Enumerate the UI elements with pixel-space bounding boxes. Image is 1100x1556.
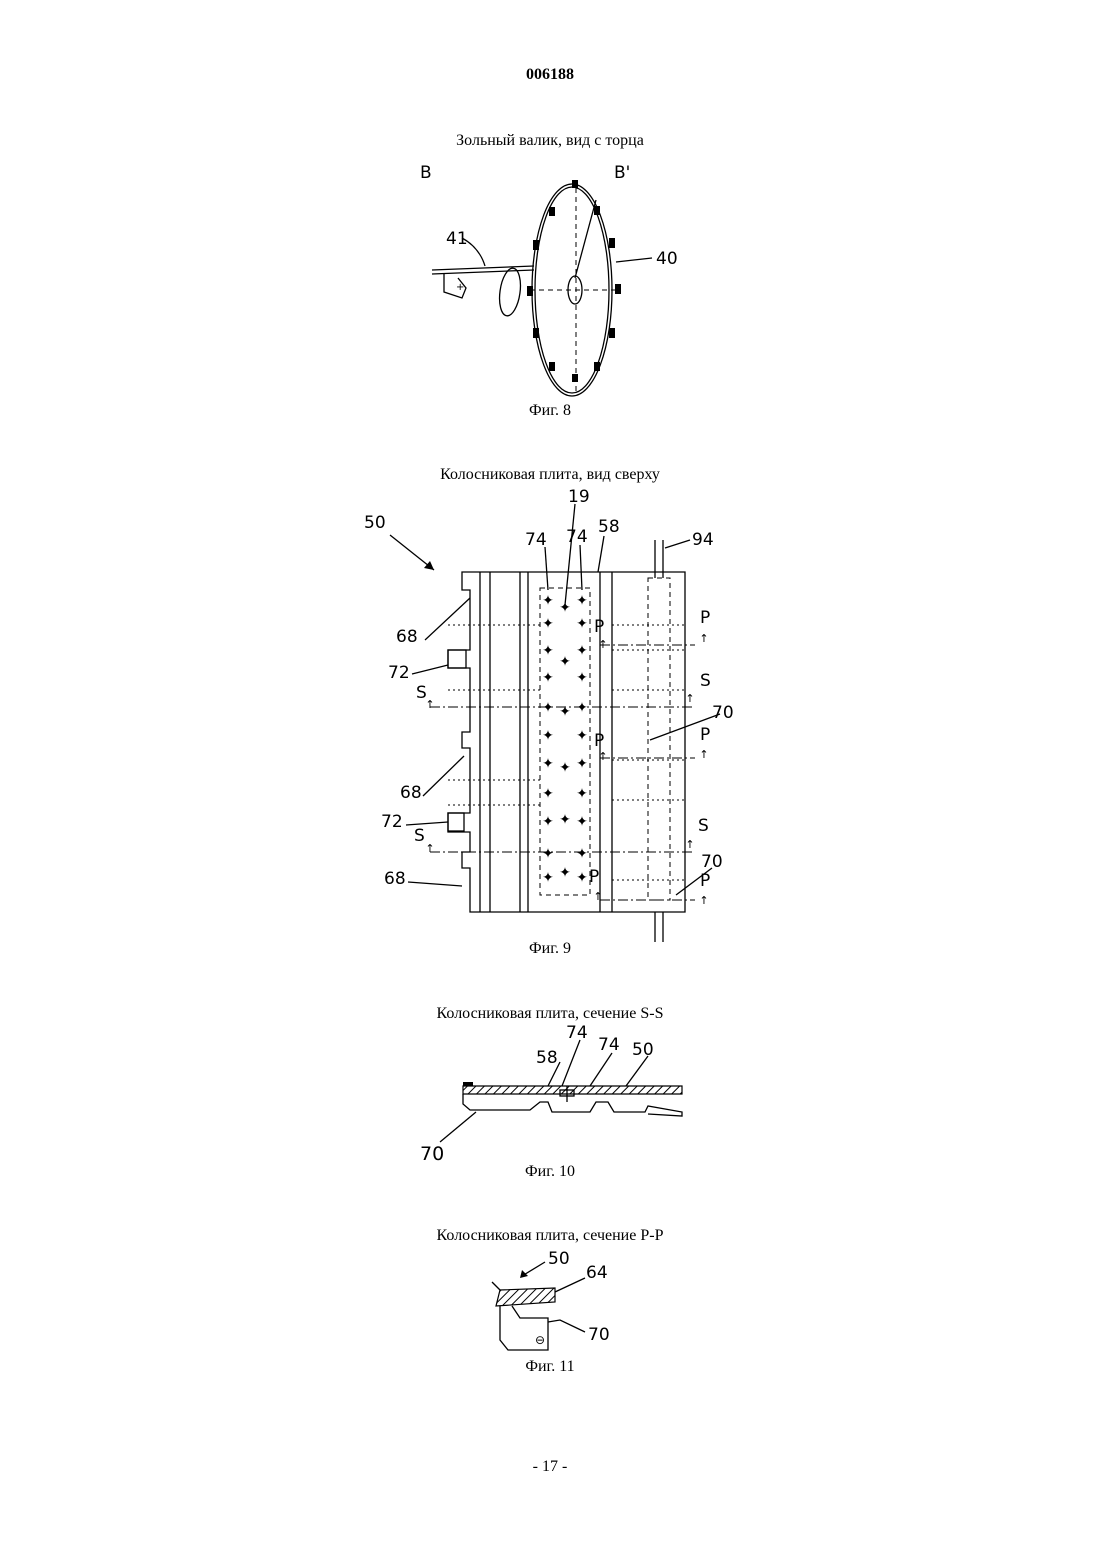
- label-edge-64: 64: [586, 1263, 608, 1283]
- footer-page-label: - 17 -: [0, 1458, 1100, 1476]
- label-hook-70: 70: [588, 1325, 610, 1345]
- label-plate-50: 50: [548, 1249, 570, 1269]
- pin-hole-icon: ⊖: [535, 1333, 545, 1347]
- plate-section: [496, 1288, 555, 1306]
